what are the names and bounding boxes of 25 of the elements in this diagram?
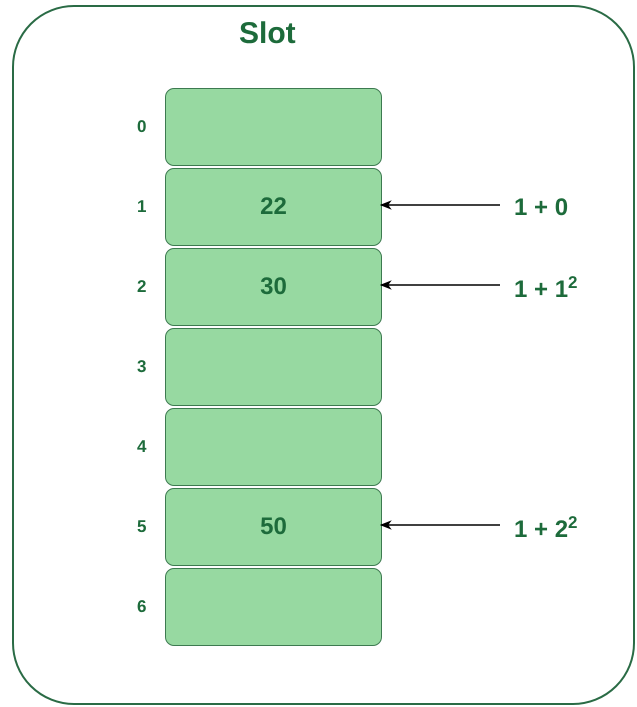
slot-index: 1 — [137, 197, 146, 217]
slot-index: 3 — [137, 357, 146, 377]
expression-text: 1 + 1$^{2}$ — [514, 272, 578, 304]
table-frame — [12, 5, 635, 705]
expression-text: 1 + 0 — [514, 194, 568, 222]
slot-value: 22 — [260, 193, 287, 221]
table-title: Slot — [239, 17, 296, 51]
slot-box — [165, 328, 382, 406]
slot-box — [165, 568, 382, 646]
slot-box — [165, 488, 382, 566]
expression-text: 1 + 2$^{2}$ — [514, 512, 578, 544]
slot-index: 2 — [137, 277, 146, 297]
slot-box — [165, 248, 382, 326]
slot-box — [165, 88, 382, 166]
slot-value: 50 — [260, 513, 287, 541]
slot-value: 30 — [260, 273, 287, 301]
arrow — [380, 280, 500, 290]
slot-box — [165, 168, 382, 246]
slot-index: 6 — [137, 597, 146, 617]
slot-index: 0 — [137, 117, 146, 137]
slot-box — [165, 408, 382, 486]
slot-index: 4 — [137, 437, 146, 457]
arrow — [380, 200, 500, 210]
slot-index: 5 — [137, 517, 146, 537]
arrow — [380, 520, 500, 530]
